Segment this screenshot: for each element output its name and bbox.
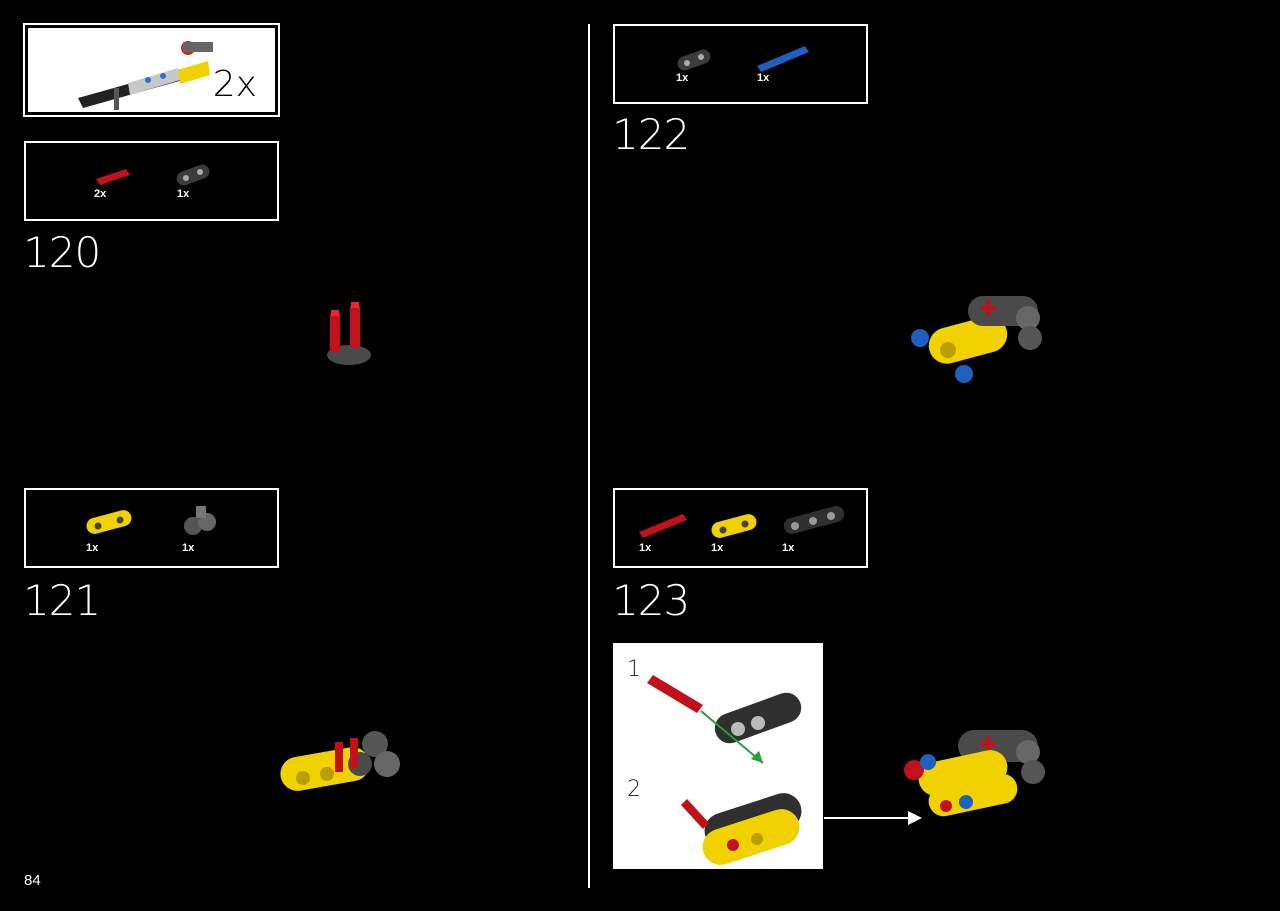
step-number-120: 120: [23, 228, 101, 277]
gray-liftarm-long-icon: [783, 506, 845, 534]
step-123-model-image: [904, 730, 1045, 817]
subassembly-model-image: [78, 41, 213, 110]
parts-list-step-122: 1x 1x: [613, 24, 868, 104]
part-qty: 1x: [639, 542, 652, 554]
blue-axle-pin-icon: [757, 46, 809, 72]
substep-number: 2: [627, 777, 641, 802]
parts-list-step-120: 2x 1x: [24, 141, 279, 221]
gray-liftarm-icon: [176, 164, 210, 186]
red-axle-pin-icon: [96, 169, 130, 185]
substep-1-image: [647, 675, 802, 764]
step-122-model-image: [911, 296, 1042, 383]
part-qty: 2x: [94, 188, 107, 200]
part-qty: 1x: [711, 542, 724, 554]
gray-connector-icon: [184, 506, 216, 535]
step-number-121: 121: [23, 576, 101, 625]
part-qty: 1x: [757, 72, 770, 84]
yellow-liftarm-icon: [86, 510, 132, 534]
page-divider: [588, 24, 590, 888]
part-qty: 1x: [676, 72, 689, 84]
red-axle-pin-icon: [639, 514, 687, 538]
step-number-122: 122: [612, 110, 690, 159]
step-number-123: 123: [612, 576, 690, 625]
step-121-model-image: [280, 731, 400, 791]
subassembly-callout: 2x: [23, 23, 280, 117]
page-number: 84: [24, 872, 41, 889]
part-qty: 1x: [182, 542, 195, 554]
subassembly-multiplier: 2x: [212, 64, 257, 105]
yellow-liftarm-icon: [711, 514, 757, 538]
step-120-model-image: [327, 302, 371, 365]
substep-2-image: [681, 793, 802, 865]
assembly-arrow: [824, 811, 922, 825]
parts-list-step-121: 1x 1x: [24, 488, 279, 568]
part-qty: 1x: [177, 188, 190, 200]
substep-callout: 1 2: [613, 643, 823, 869]
part-qty: 1x: [86, 542, 99, 554]
part-qty: 1x: [782, 542, 795, 554]
gray-liftarm-icon: [677, 49, 711, 71]
substep-number: 1: [627, 657, 641, 682]
parts-list-step-123: 1x 1x 1x: [613, 488, 868, 568]
